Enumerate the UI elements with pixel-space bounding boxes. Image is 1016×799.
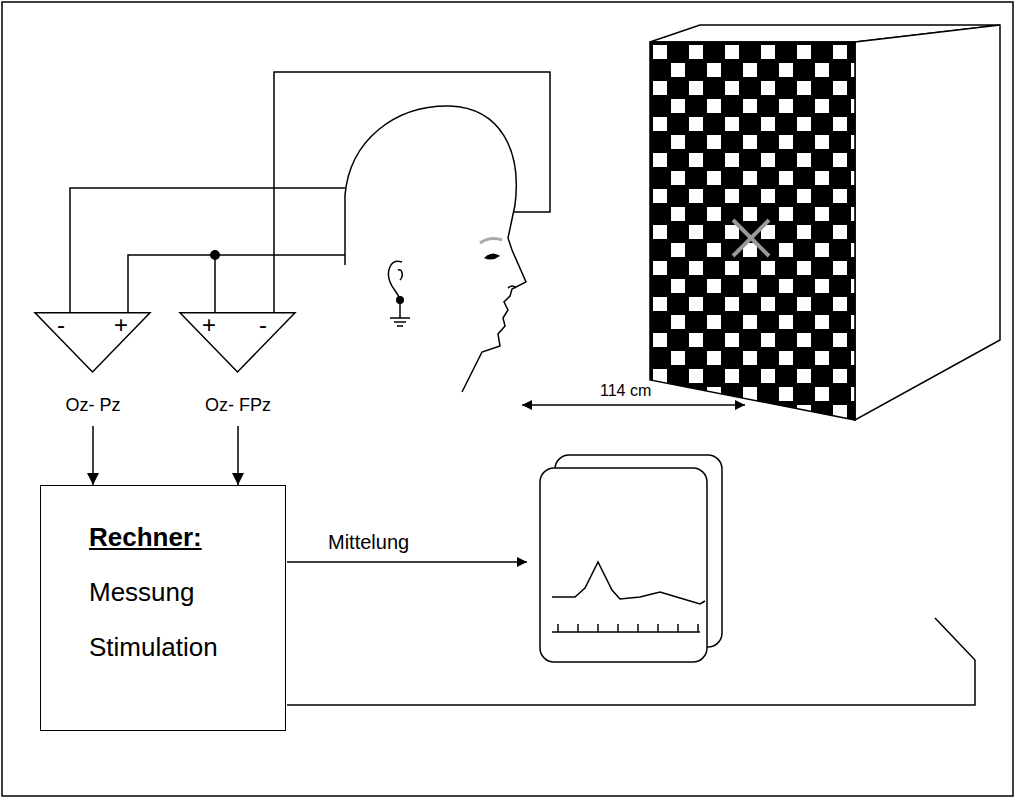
axis-tick	[637, 624, 639, 632]
polarity-sign: +	[114, 312, 128, 338]
box-text: Stimulation	[89, 632, 275, 663]
ground-symbol	[397, 325, 403, 327]
screen-side	[855, 25, 1000, 420]
polarity-sign: -	[259, 312, 267, 338]
distance-arrow	[522, 404, 745, 406]
amplifier-triangle: + - Oz- FPz	[175, 312, 301, 424]
ground-symbol	[399, 300, 401, 318]
averaging-arrow	[287, 561, 527, 563]
eyebrow	[480, 239, 502, 243]
signal-arrow	[237, 426, 239, 485]
monitor-front	[540, 468, 707, 662]
amplifier-outline	[180, 313, 295, 372]
polarity-sign: +	[202, 312, 216, 338]
amplifier-outline	[35, 313, 150, 372]
junction-dot	[210, 250, 220, 260]
axis-tick	[697, 624, 699, 632]
amplifier-symbol	[30, 312, 156, 374]
electrode-wire	[70, 188, 345, 312]
nostril	[508, 286, 516, 288]
box-text: Messung	[89, 577, 275, 608]
channel-label: Oz- Pz	[30, 396, 156, 416]
axis-tick	[577, 624, 579, 632]
signal-arrow	[92, 426, 94, 485]
polarity-sign: -	[57, 312, 65, 338]
dimension-label: 114 cm	[598, 382, 653, 400]
axis-tick	[677, 624, 679, 632]
ground-symbol	[390, 317, 410, 319]
axis-tick	[617, 624, 619, 632]
electrode-wire	[214, 255, 216, 312]
checkerboard-pattern	[650, 42, 855, 420]
eye	[484, 253, 500, 259]
channel-label: Oz- FPz	[175, 396, 301, 416]
electrode-wire	[274, 72, 550, 312]
vep-waveform	[552, 562, 705, 604]
axis-tick	[557, 624, 559, 632]
signal-label: Mittelung	[326, 531, 411, 554]
amplifier-symbol	[175, 312, 301, 374]
computer-box: Rechner: MessungStimulation	[40, 485, 286, 731]
axis-tick	[657, 624, 659, 632]
axis-ticks	[558, 624, 698, 632]
head-outline	[345, 106, 526, 392]
ear	[389, 261, 403, 300]
amplifier-triangle: - + Oz- Pz	[30, 312, 156, 424]
axis-tick	[597, 624, 599, 632]
fixation-cross	[733, 220, 769, 256]
ground-symbol	[394, 321, 406, 323]
box-heading: Rechner:	[89, 522, 275, 553]
electrode-wire	[128, 255, 345, 312]
